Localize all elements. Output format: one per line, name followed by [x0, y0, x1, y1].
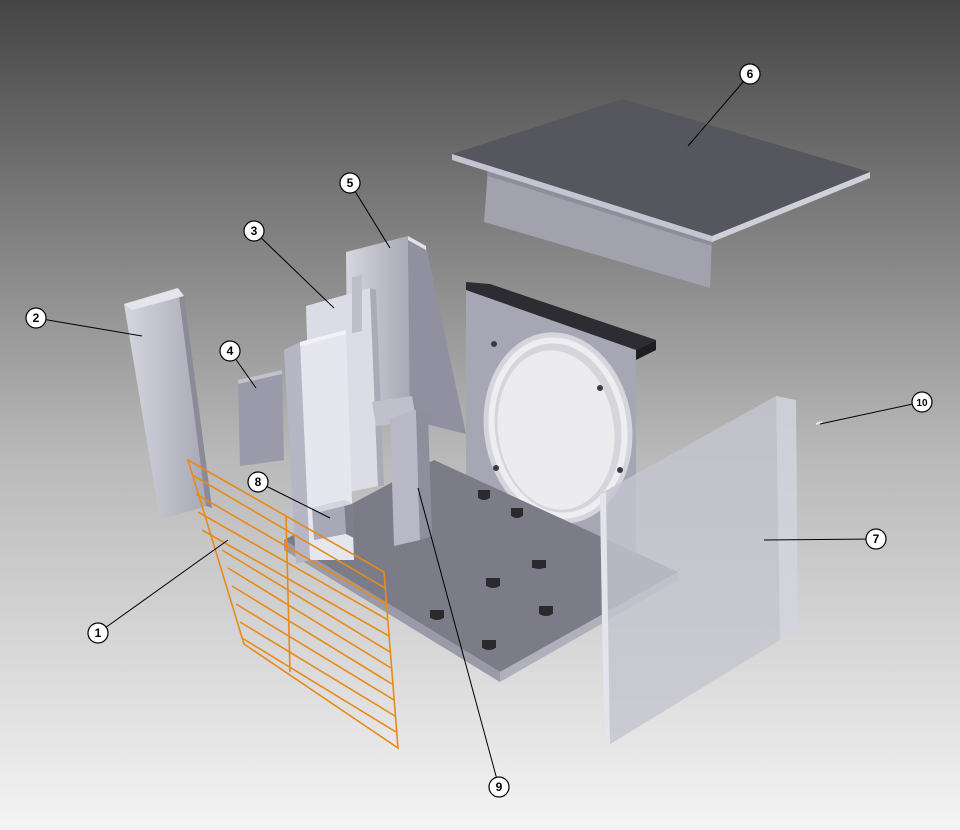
callout-label-8: 8	[255, 475, 262, 489]
callout-10: 10	[911, 391, 933, 413]
callout-8: 8	[247, 471, 269, 493]
callout-9: 9	[488, 776, 510, 798]
callout-5: 5	[339, 172, 361, 194]
leader-lines	[35, 73, 923, 788]
small-plate	[238, 370, 284, 466]
post-bracket	[372, 396, 432, 546]
callout-4: 4	[219, 340, 241, 362]
callout-1: 1	[87, 622, 109, 644]
callout-label-1: 1	[95, 626, 102, 640]
wire-guard	[186, 458, 399, 750]
side-panel-left	[124, 288, 212, 520]
bracket	[312, 500, 354, 540]
callout-3: 3	[243, 220, 265, 242]
base-feet	[430, 490, 553, 650]
callout-label-3: 3	[251, 224, 258, 238]
top-cover	[452, 99, 870, 288]
callout-6: 6	[739, 63, 761, 85]
callout-label-10: 10	[916, 398, 928, 409]
callout-label-4: 4	[227, 344, 234, 358]
screw	[815, 421, 823, 425]
callout-label-9: 9	[496, 780, 503, 794]
callout-2: 2	[25, 307, 47, 329]
callout-7: 7	[865, 528, 887, 550]
callout-label-2: 2	[33, 311, 40, 325]
callout-label-5: 5	[347, 176, 354, 190]
callout-label-6: 6	[747, 67, 754, 81]
side-panel-right	[600, 396, 798, 748]
callout-label-7: 7	[873, 532, 880, 546]
